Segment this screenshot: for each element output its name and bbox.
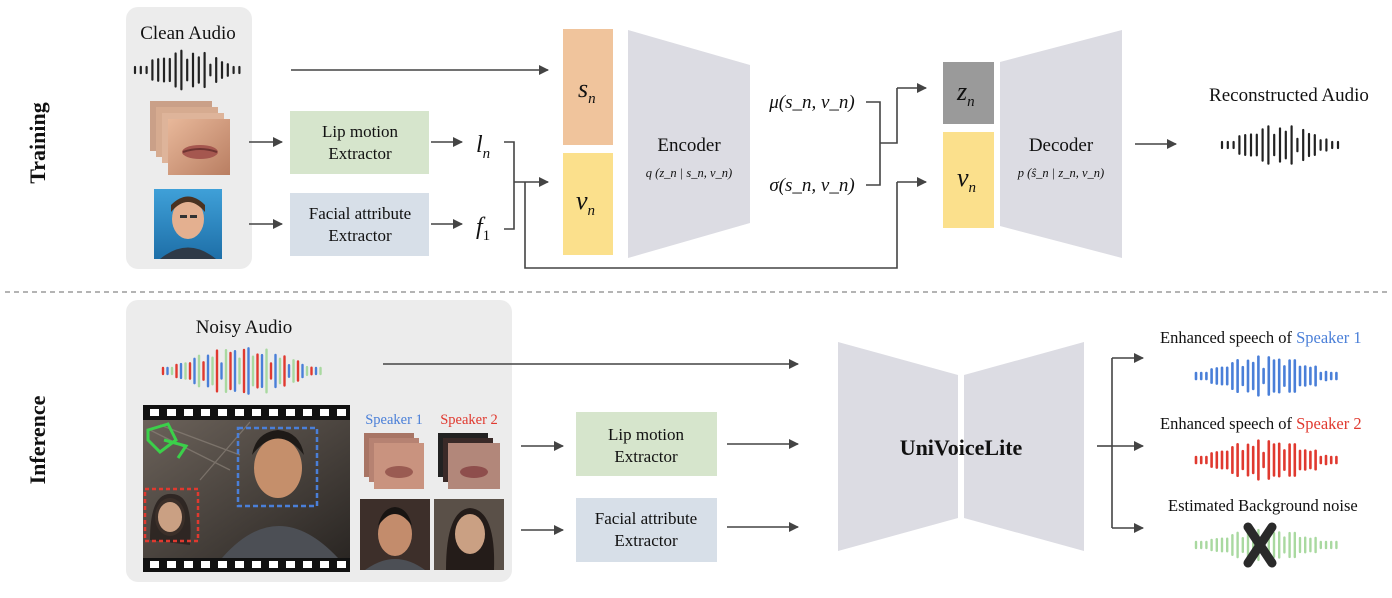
discard-x-icon [1243,522,1277,568]
train-lip-extractor: Lip motion Extractor [290,111,429,174]
film-hole [218,561,227,568]
film-hole [218,409,227,416]
output1-label: Enhanced speech of Speaker 1 [1160,328,1362,347]
film-hole [337,561,346,568]
encoder-block: Encoder q (z_n | s_n, v_n) [628,30,750,258]
film-hole [252,561,261,568]
film-hole [150,561,159,568]
speaker1-label: Speaker 1 [365,412,423,428]
univoicelite-model: UniVoiceLite [838,342,1084,551]
train-face-extractor-line1: Facial attribute [309,204,411,223]
clean-audio-label: Clean Audio [140,23,236,44]
inf-lip-extractor-line1: Lip motion [608,425,685,444]
z-n-box [943,62,994,124]
film-hole [150,409,159,416]
decoder-block: Decoder p (ŝ_n | z_n, v_n) [1000,30,1122,258]
train-face-extractor-line2: Extractor [328,226,392,245]
f-1-symbol: f1 [476,214,490,244]
noisy-audio-waveform [161,347,322,395]
reconstructed-audio-label: Reconstructed Audio [1209,85,1369,106]
speaker2-lip-frames [438,433,500,489]
film-hole [337,409,346,416]
video-frame-filmstrip [143,405,350,572]
film-hole [252,409,261,416]
film-hole [303,561,312,568]
speaker2-label: Speaker 2 [440,412,498,428]
training-label: Training [25,102,50,184]
speaker1-bbox [236,426,319,508]
v-n-box-decoder [943,132,994,228]
film-hole [286,561,295,568]
train-face-extractor: Facial attribute Extractor [290,193,429,256]
encoder-formula: q (z_n | s_n, v_n) [646,166,732,180]
film-hole [235,409,244,416]
speaker2-face-image [434,499,504,570]
film-hole [201,561,210,568]
v-n-label-decoder: vn [957,163,976,196]
decoder-label: Decoder [1029,135,1094,156]
clean-audio-waveform [133,49,241,91]
train-lip-extractor-line1: Lip motion [322,122,399,141]
mu-label: μ(s_n, v_n) [768,92,855,113]
speaker2-output-waveform [1194,439,1338,481]
reconstructed-audio-waveform [1220,125,1340,165]
lip-frames-image [150,101,230,175]
s-n-label: sn [578,74,596,107]
inf-lip-extractor-line2: Extractor [614,447,678,466]
inf-face-extractor-line1: Facial attribute [595,509,697,528]
speaker2-bbox [143,487,200,543]
v-n-label-encoder: vn [576,186,595,219]
sigma-label: σ(s_n, v_n) [769,175,854,196]
output2-label: Enhanced speech of Speaker 2 [1160,414,1362,433]
speaker1-lip-frames [364,433,424,489]
face-image [154,189,222,259]
film-hole [320,409,329,416]
inf-face-extractor-line2: Extractor [614,531,678,550]
film-hole [320,561,329,568]
noisy-audio-label: Noisy Audio [196,317,293,338]
film-hole [167,409,176,416]
output3-label: Estimated Background noise [1168,496,1358,515]
inf-lip-extractor: Lip motion Extractor [576,412,717,476]
mu-sigma-merge-lines [866,83,927,186]
film-hole [167,561,176,568]
film-hole [269,409,278,416]
inf-face-extractor: Facial attribute Extractor [576,498,717,562]
speaker1-output-waveform [1194,355,1338,397]
train-lip-extractor-line2: Extractor [328,144,392,163]
film-hole [286,409,295,416]
v-n-box-encoder [563,153,613,255]
speaker1-face-image [360,499,430,570]
film-hole [184,409,193,416]
film-hole [235,561,244,568]
l-n-symbol: ln [476,132,490,162]
film-hole [201,409,210,416]
encoder-label: Encoder [657,135,721,156]
model-label: UniVoiceLite [900,435,1023,460]
z-n-label: zn [956,77,975,110]
film-hole [303,409,312,416]
output-branch-lines [1097,353,1144,533]
feature-merge-lines [504,141,927,269]
decoder-formula: p (ŝ_n | z_n, v_n) [1017,166,1104,180]
film-hole [184,561,193,568]
film-hole [269,561,278,568]
s-n-box [563,29,613,145]
inference-label: Inference [25,395,50,484]
